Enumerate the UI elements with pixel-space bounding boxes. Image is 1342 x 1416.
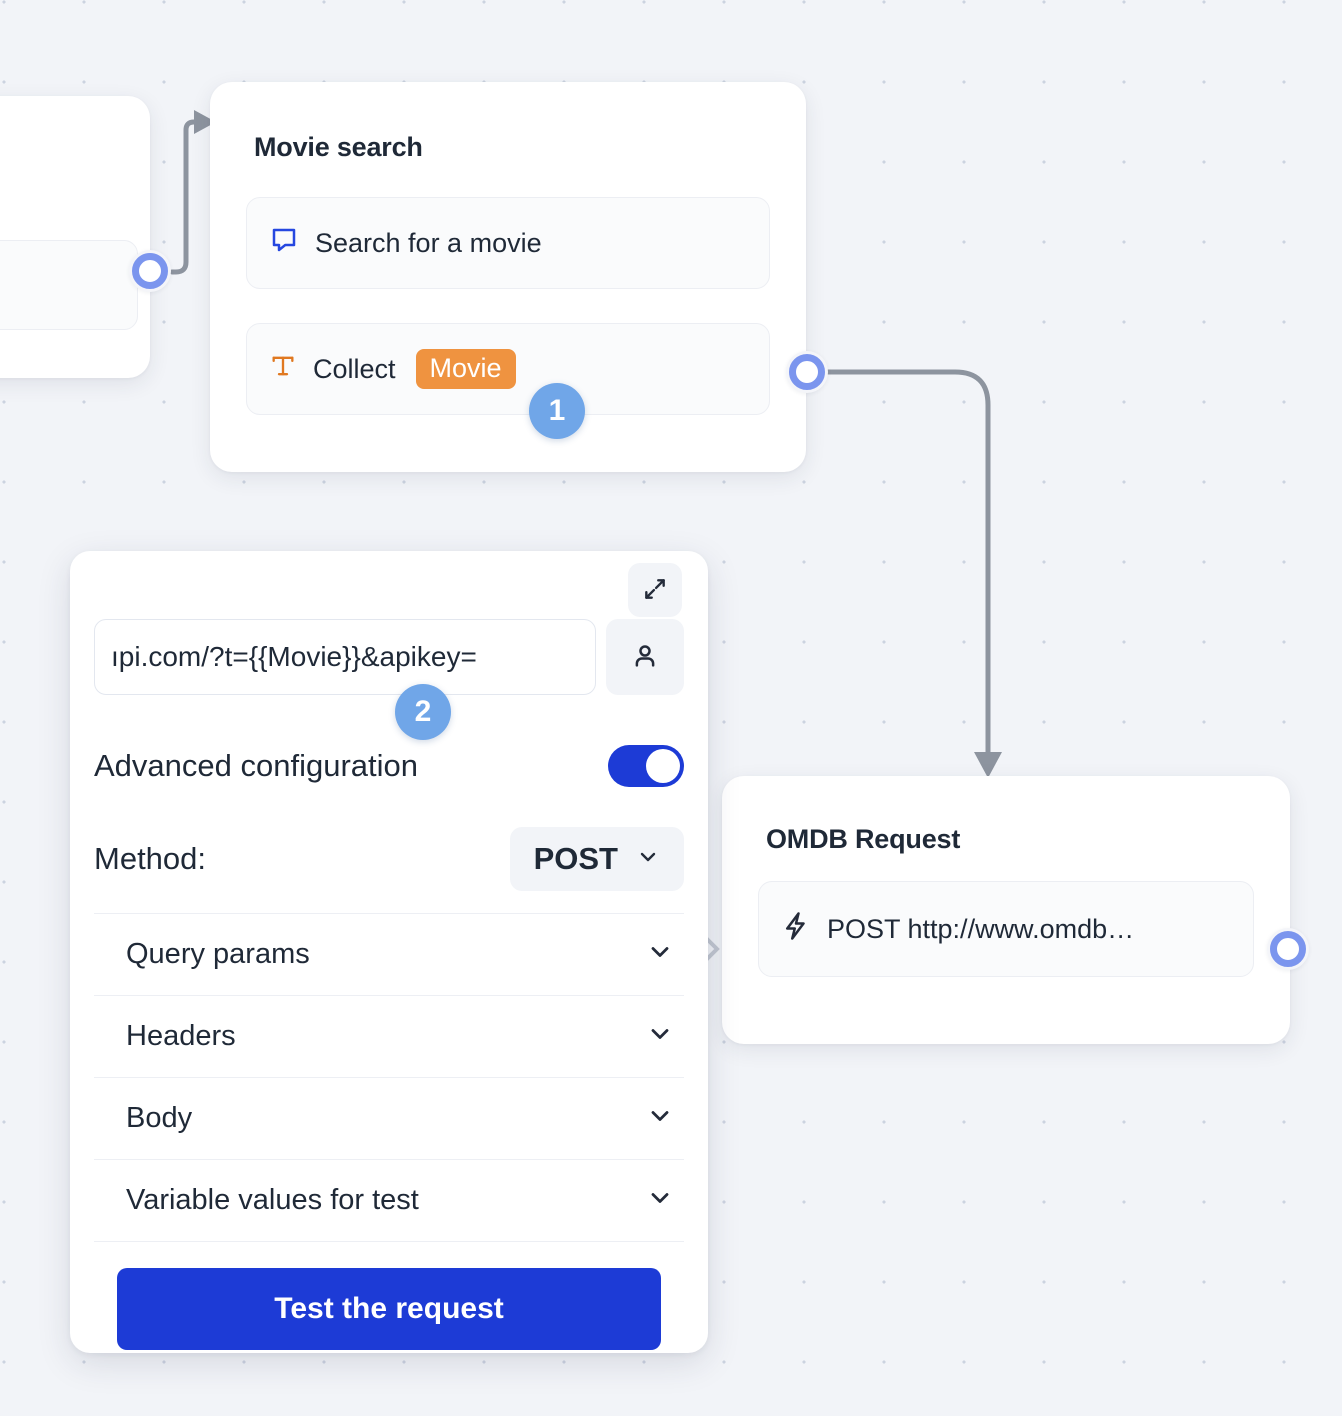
node-row-search-for-a-movie[interactable]: Search for a movie bbox=[246, 197, 770, 289]
node-card-movie-search[interactable]: Movie search Search for a movie Collect … bbox=[210, 82, 806, 472]
step-badge-2: 2 bbox=[395, 684, 451, 740]
accordion-label: Variable values for test bbox=[126, 1184, 419, 1216]
accordion-label: Headers bbox=[126, 1020, 236, 1052]
user-icon bbox=[630, 641, 660, 674]
method-label: Method: bbox=[94, 841, 207, 876]
method-dropdown[interactable]: POST bbox=[509, 827, 684, 891]
node-row-label: POST http://www.omdb… bbox=[827, 913, 1135, 944]
accordion-label: Body bbox=[126, 1102, 193, 1134]
accordion-variable-values-for-test[interactable]: Variable values for test bbox=[94, 1160, 684, 1242]
node-row-placeholder bbox=[0, 240, 138, 330]
method-row: Method: POST bbox=[94, 827, 684, 914]
url-auth-user-button[interactable] bbox=[606, 619, 684, 695]
text-t-icon bbox=[269, 352, 297, 387]
chat-bubble-icon bbox=[269, 225, 299, 262]
node-row-collect-movie[interactable]: Collect Movie bbox=[246, 323, 770, 415]
port-output-omdb-request[interactable] bbox=[1267, 928, 1309, 970]
accordion-headers[interactable]: Headers bbox=[94, 996, 684, 1078]
accordion-label: Query params bbox=[126, 938, 310, 970]
accordion-query-params[interactable]: Query params bbox=[94, 914, 684, 996]
test-the-request-button[interactable]: Test the request bbox=[117, 1268, 661, 1350]
node-title: OMDB Request bbox=[766, 824, 961, 854]
chevron-down-icon bbox=[646, 1102, 674, 1135]
expand-panel-button[interactable] bbox=[628, 563, 682, 617]
chevron-down-icon bbox=[646, 1184, 674, 1217]
method-value: POST bbox=[533, 841, 618, 876]
step-badge-1: 1 bbox=[529, 383, 585, 439]
advanced-configuration-row: Advanced configuration bbox=[94, 745, 684, 787]
toggle-knob bbox=[646, 749, 680, 783]
request-config-panel[interactable]: Advanced configuration Method: POST Quer… bbox=[70, 551, 708, 1353]
expand-diagonal-icon bbox=[642, 576, 668, 605]
chevron-down-icon bbox=[636, 841, 660, 877]
variable-tag-movie[interactable]: Movie bbox=[415, 348, 516, 390]
lightning-bolt-icon bbox=[781, 911, 811, 948]
request-url-input[interactable] bbox=[94, 619, 596, 695]
node-row-label: Collect bbox=[313, 353, 396, 384]
node-card-omdb-request[interactable]: OMDB Request POST http://www.omdb… bbox=[722, 776, 1290, 1044]
port-output-left-node[interactable] bbox=[129, 250, 171, 292]
node-row-label: Search for a movie bbox=[315, 227, 542, 258]
advanced-configuration-toggle[interactable] bbox=[608, 745, 684, 787]
node-title: Movie search bbox=[254, 132, 423, 162]
node-card-partial-left[interactable] bbox=[0, 96, 150, 378]
advanced-configuration-label: Advanced configuration bbox=[94, 748, 419, 783]
node-row-post-request[interactable]: POST http://www.omdb… bbox=[758, 881, 1254, 977]
chevron-down-icon bbox=[646, 1020, 674, 1053]
port-output-movie-search[interactable] bbox=[786, 351, 828, 393]
url-row bbox=[94, 619, 684, 695]
chevron-down-icon bbox=[646, 938, 674, 971]
accordion-body[interactable]: Body bbox=[94, 1078, 684, 1160]
